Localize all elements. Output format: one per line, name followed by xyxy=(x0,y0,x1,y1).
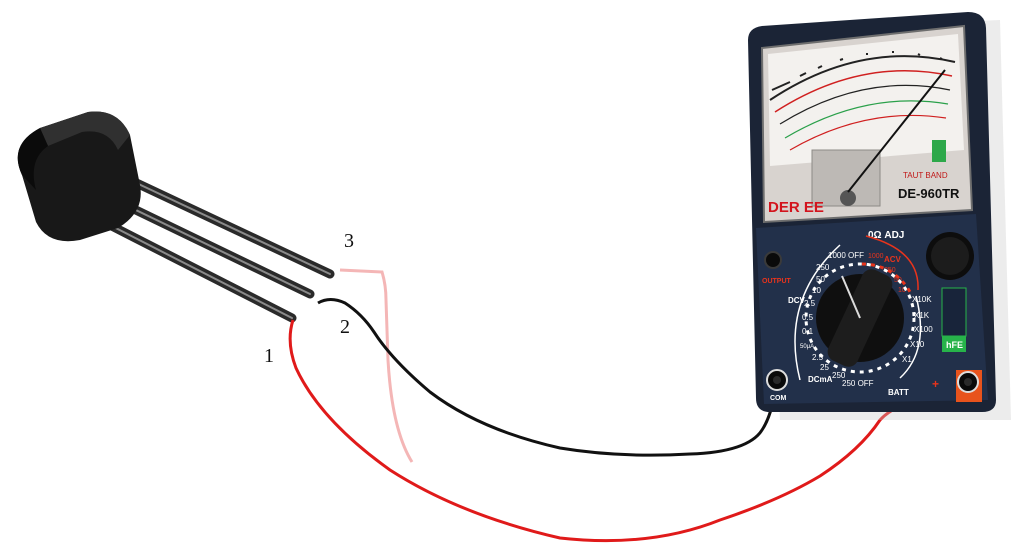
dial-x1k: X1K xyxy=(914,311,930,320)
dcma-25: 25 xyxy=(820,363,829,372)
dial-batt: BATT xyxy=(888,388,909,397)
dcv-0-5: 0.5 xyxy=(802,313,814,322)
hfe-label: hFE xyxy=(946,340,963,350)
acv-1000: 1000 xyxy=(868,253,884,260)
com-label: COM xyxy=(770,395,787,402)
taut-band-label: TAUT BAND xyxy=(903,171,948,180)
dial-dcv: DCV xyxy=(788,296,806,305)
brand-mark-icon xyxy=(932,140,946,162)
plus-label: + xyxy=(932,377,939,391)
dial-x1: X1 xyxy=(902,355,912,364)
brand-label: DER EE xyxy=(768,199,824,216)
pin-2-label: 2 xyxy=(340,316,350,338)
dcma-250: 250 xyxy=(832,371,846,380)
dcma-50ua: 50μA xyxy=(800,344,814,350)
hfe-socket[interactable] xyxy=(942,288,966,336)
output-jack[interactable] xyxy=(765,252,781,268)
transistor-body xyxy=(18,111,141,241)
pin-3-label: 3 xyxy=(344,230,354,252)
output-label: OUTPUT xyxy=(762,278,792,285)
dial-off-top: 1000 OFF xyxy=(828,251,864,260)
dial-dcma: DCmA xyxy=(808,375,833,384)
dial-x100: X100 xyxy=(914,325,933,334)
dial-x10: X10 xyxy=(910,340,925,349)
dcv-250: 250 xyxy=(816,263,830,272)
analog-multimeter: TAUT BAND DER EE DE-960TR 0Ω ADJ OUTPUT … xyxy=(748,12,1011,420)
zero-adj-label: 0Ω ADJ xyxy=(868,230,904,241)
dial-x10k: X10K xyxy=(912,295,932,304)
dial-off-bottom: 250 OFF xyxy=(842,379,874,388)
pin-1-label: 1 xyxy=(264,345,274,367)
model-label: DE-960TR xyxy=(898,186,960,201)
dial-acv: ACV xyxy=(884,255,902,264)
needle-pivot xyxy=(840,190,856,206)
transistor xyxy=(18,111,330,318)
